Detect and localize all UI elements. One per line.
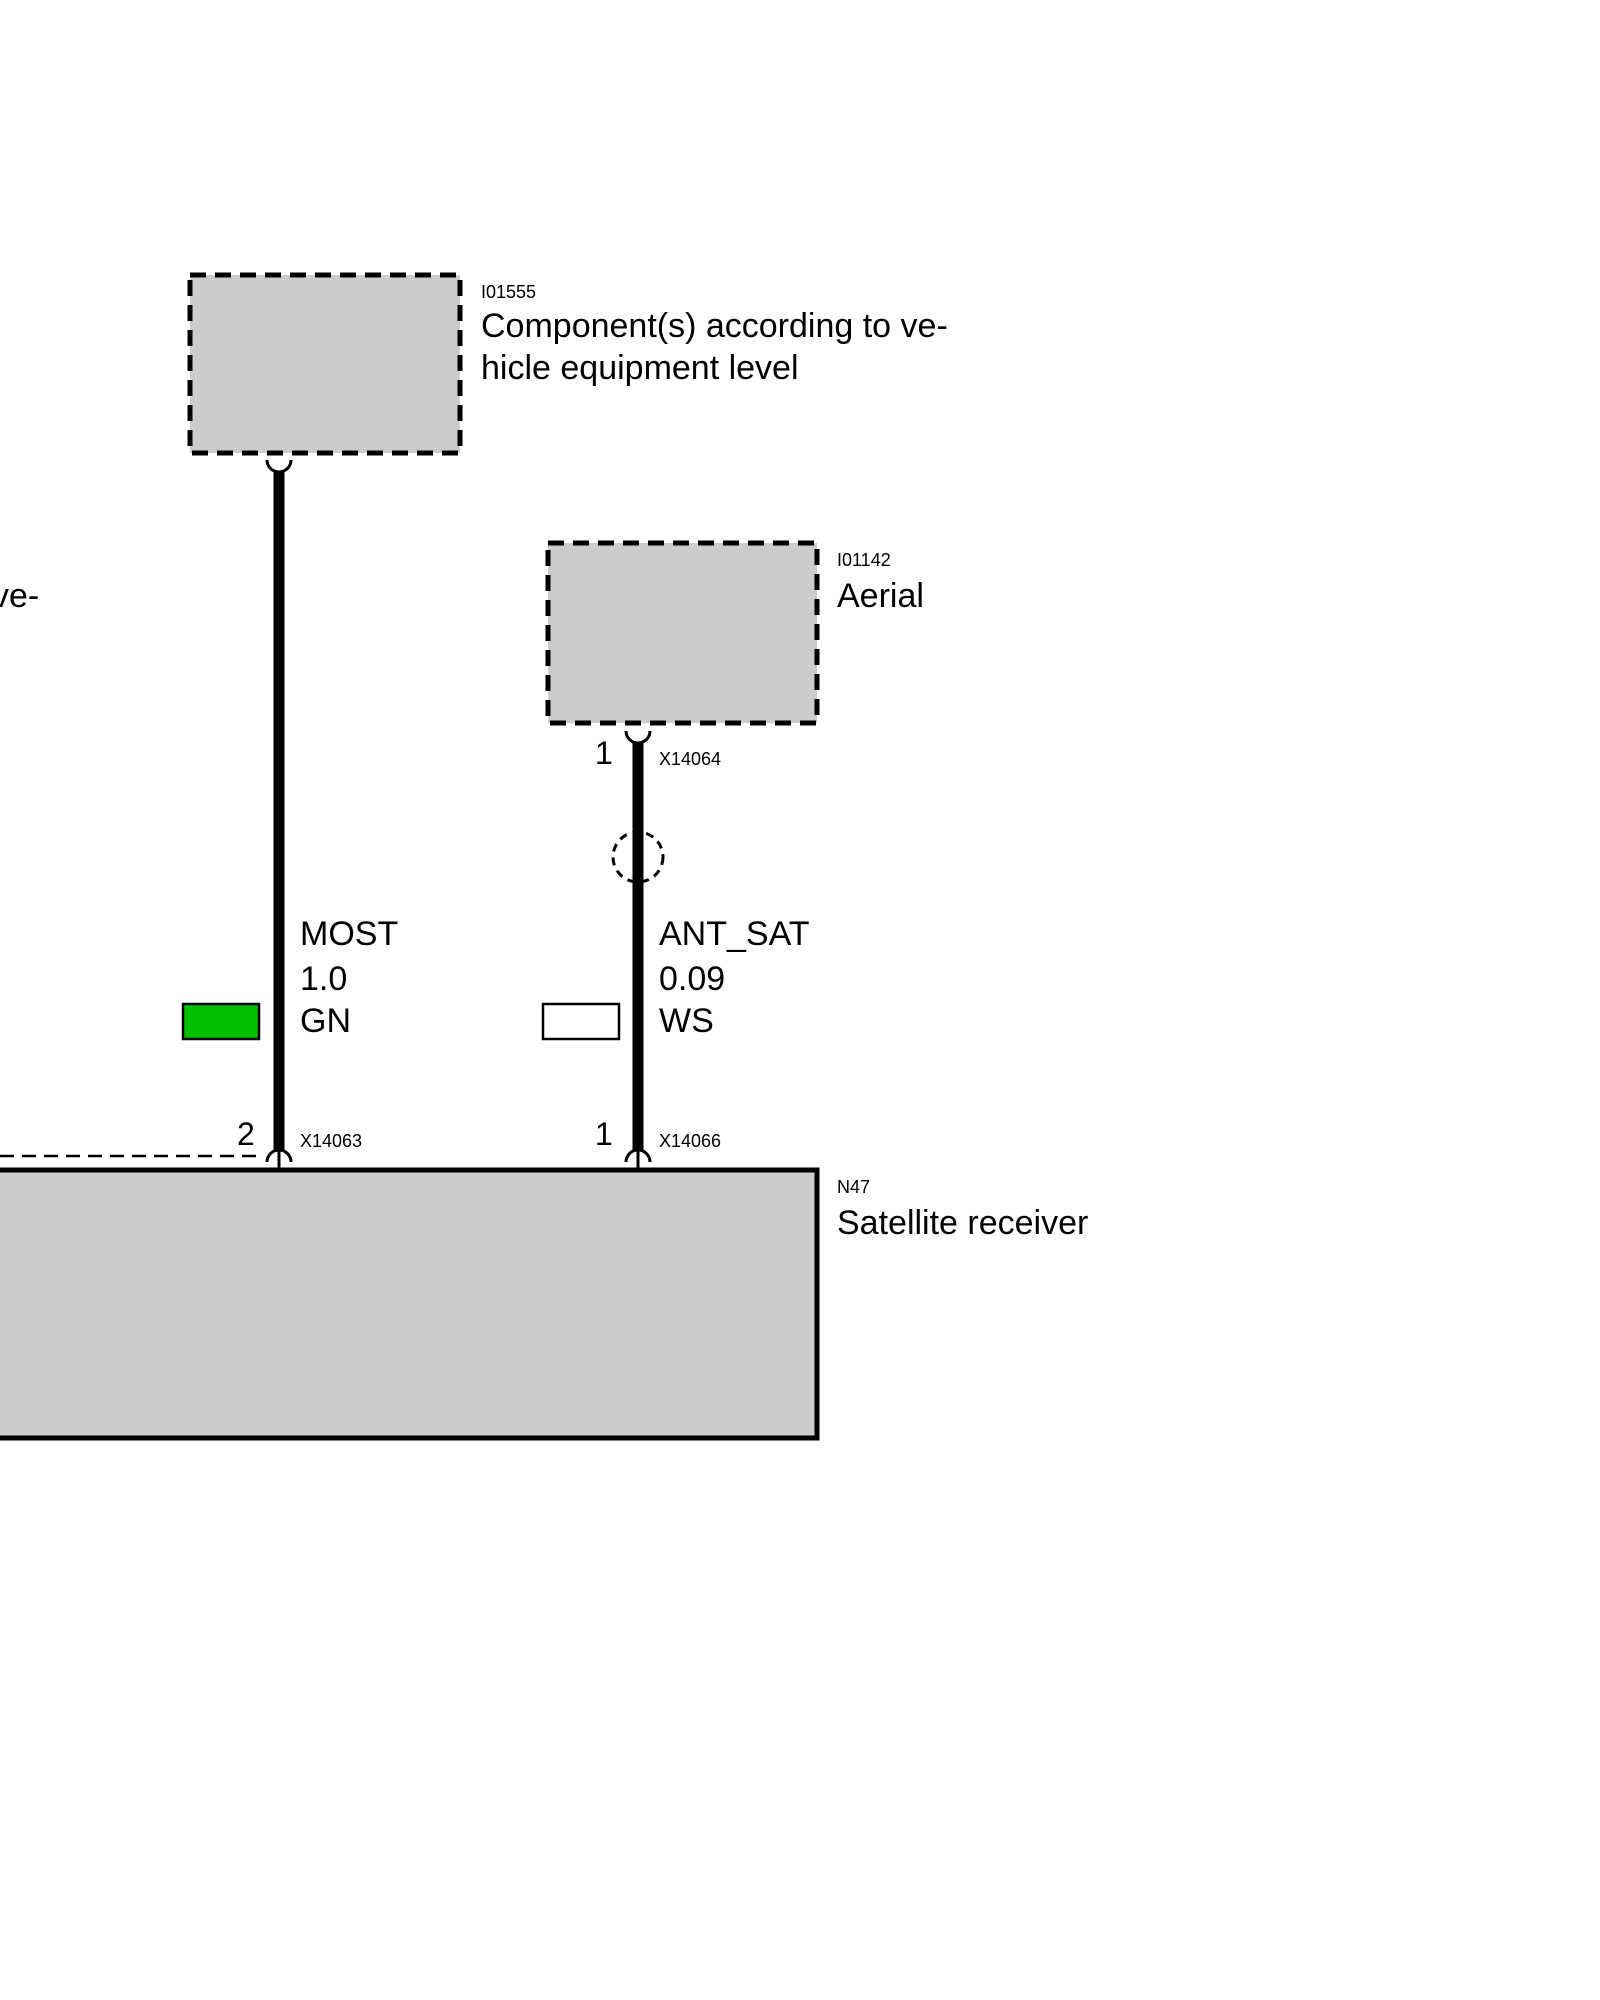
wire-ant-sat-top-socket [624,730,652,745]
wire-most-pin-bottom: 2 [237,1116,255,1152]
wire-most-connector-bottom: X14063 [300,1131,362,1151]
wire-most-top-socket [265,459,293,474]
wire-ant-sat-cross-section: 0.09 [659,960,725,998]
component-aerial-box[interactable] [545,540,820,726]
wire-most-color-swatch [181,1002,261,1041]
wire-ant-sat-shield-symbol [611,830,665,884]
wire-most-color-code: GN [300,1002,351,1040]
wire-most-signal: MOST [300,915,398,953]
component-vehicle-equipment[interactable]: I01555 Component(s) according to ve- hic… [187,272,948,456]
component-vehicle-equipment-name-line1: Component(s) according to ve- [481,307,948,345]
offscreen-component-label-fragment: ve- [0,577,39,615]
wire-ant-sat-connector-top: X14064 [659,749,721,769]
component-vehicle-equipment-id: I01555 [481,282,536,302]
wire-ant-sat-connector-bottom: X14066 [659,1131,721,1151]
wire-most[interactable]: MOST 1.0 GN 2 X14063 [181,459,398,1170]
component-satellite-receiver-name: Satellite receiver [837,1204,1088,1242]
component-satellite-receiver-box[interactable] [0,1167,820,1441]
component-vehicle-equipment-name-line2: hicle equipment level [481,349,799,387]
wire-ant-sat-pin-bottom: 1 [595,1116,613,1152]
wire-ant-sat-color-code: WS [659,1002,714,1040]
wire-ant-sat-color-swatch [541,1002,621,1041]
wire-ant-sat-signal: ANT_SAT [659,915,810,953]
wire-most-cross-section: 1.0 [300,960,347,998]
wire-ant-sat[interactable]: ANT_SAT 0.09 WS 1 X14064 1 X14066 [541,730,810,1170]
wire-ant-sat-pin-top: 1 [595,735,613,771]
component-aerial[interactable]: I01142 Aerial [545,540,924,726]
component-satellite-receiver-id: N47 [837,1177,870,1197]
component-vehicle-equipment-box[interactable] [187,272,463,456]
component-aerial-id: I01142 [837,550,891,570]
component-aerial-name: Aerial [837,577,924,615]
component-satellite-receiver[interactable]: N47 Satellite receiver [0,1167,1088,1441]
